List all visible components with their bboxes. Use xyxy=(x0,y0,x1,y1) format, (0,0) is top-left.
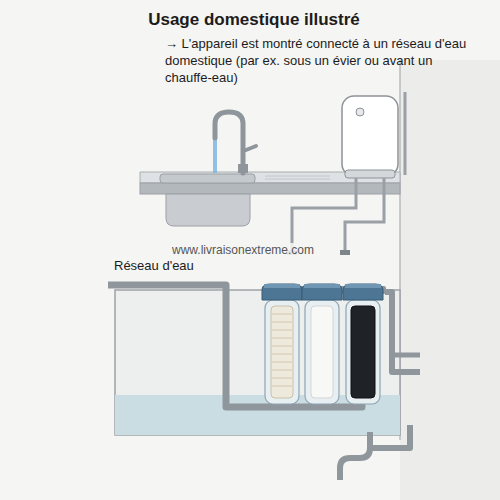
heater-indicator xyxy=(356,108,364,116)
drainboard-groove xyxy=(265,179,330,180)
pipe-valve xyxy=(340,250,350,255)
countertop-edge xyxy=(140,183,400,194)
supply-pipe xyxy=(108,285,362,407)
drainboard-groove xyxy=(265,176,330,177)
heater-base xyxy=(345,170,395,178)
filter-housing xyxy=(302,284,342,404)
watermark: www.livraisonextreme.com xyxy=(170,243,316,259)
drain-pipe xyxy=(340,425,410,480)
subtitle-note: → L'appareil est montré connecté à un ré… xyxy=(165,36,470,87)
heater-pipe xyxy=(404,92,407,175)
faucet-handle xyxy=(246,146,256,150)
water-stream xyxy=(213,140,217,173)
cabinet xyxy=(115,290,400,435)
outlet-pipe xyxy=(385,292,420,372)
sink-basin xyxy=(166,194,250,226)
diagram-title: Usage domestique illustré xyxy=(4,9,500,31)
wall xyxy=(400,60,500,500)
water-heater xyxy=(342,96,398,176)
outlet-pipe xyxy=(392,353,420,358)
sink-opening xyxy=(160,174,255,183)
pipe-label: Réseau d'eau xyxy=(114,258,194,275)
heater-pipe xyxy=(345,178,384,252)
filter-housing xyxy=(262,284,302,404)
filter-housing xyxy=(343,284,383,404)
faucet-base xyxy=(238,164,248,173)
faucet xyxy=(215,112,243,173)
